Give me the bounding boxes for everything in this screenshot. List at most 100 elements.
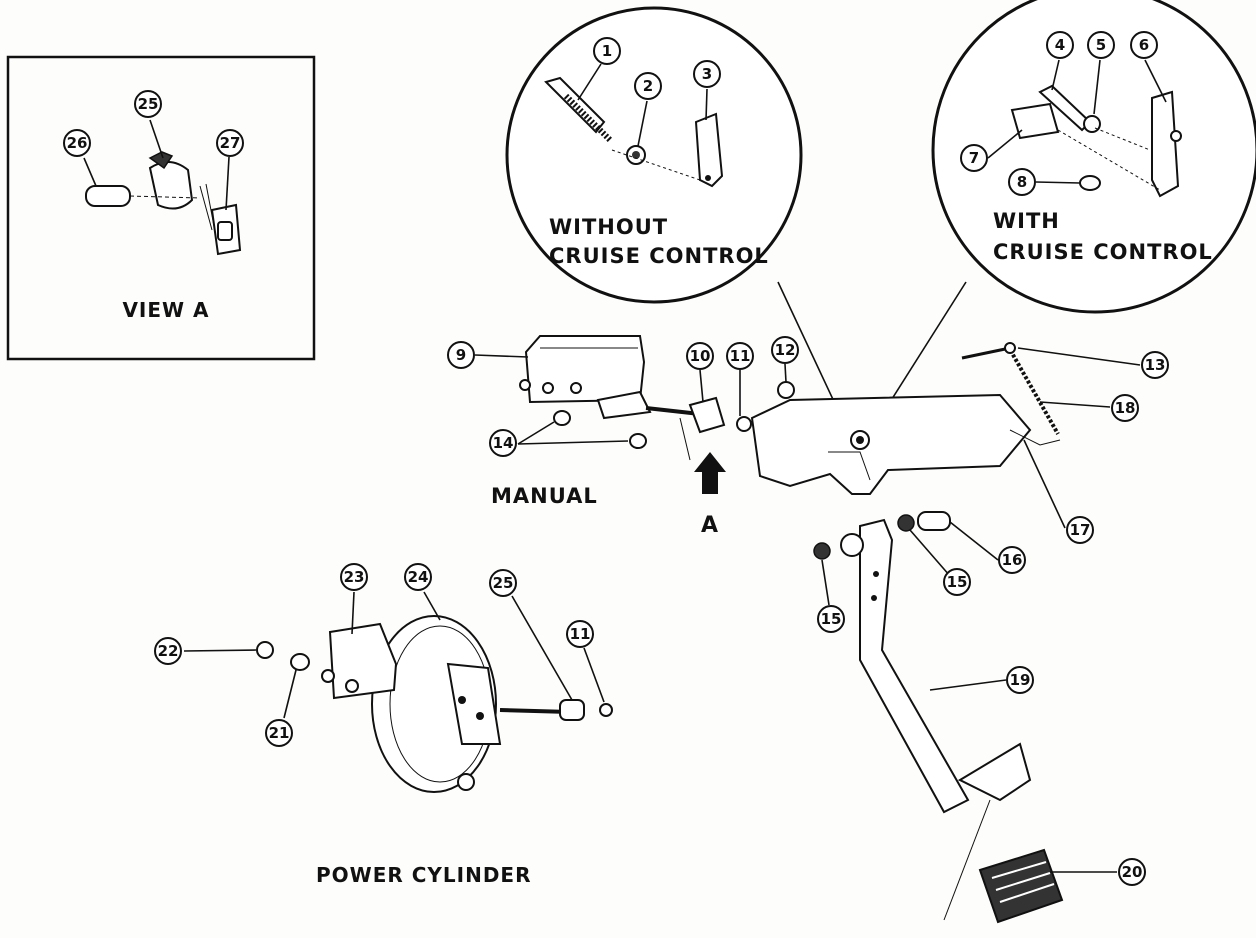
bushing-part <box>559 699 585 721</box>
washer-part <box>290 653 310 671</box>
callout-20: 20 <box>1118 858 1146 886</box>
pivot-pin-part <box>85 185 131 207</box>
callout-24: 24 <box>404 563 432 591</box>
callout-21: 21 <box>265 719 293 747</box>
callout-6: 6 <box>1130 31 1158 59</box>
callout-number: 14 <box>493 434 514 452</box>
pedal-pad-part <box>978 848 1064 924</box>
callout-number: 22 <box>158 642 179 660</box>
callout-15-left: 15 <box>817 605 845 633</box>
view-a-frame <box>6 55 316 361</box>
callout-number: 25 <box>493 574 514 592</box>
callout-8: 8 <box>1008 168 1036 196</box>
callout-number: 15 <box>947 573 968 591</box>
callout-number: 10 <box>690 347 711 365</box>
callout-14: 14 <box>489 429 517 457</box>
callout-25-view-a: 25 <box>134 90 162 118</box>
callout-number: 1 <box>602 42 612 60</box>
callout-number: 13 <box>1145 356 1166 374</box>
view-a-label: VIEW A <box>122 298 209 322</box>
callout-11-power: 11 <box>566 620 594 648</box>
callout-number: 24 <box>408 568 429 586</box>
pushrod-bushing-part <box>688 396 726 434</box>
callout-number: 2 <box>643 77 653 95</box>
brake-pedal-arm-part <box>859 518 970 814</box>
callout-15-right: 15 <box>943 568 971 596</box>
callout-number: 25 <box>138 95 159 113</box>
pedal-bracket-part <box>1151 90 1180 198</box>
callout-4: 4 <box>1046 31 1074 59</box>
detail-without-cruise: 1 2 3 WITHOUT CRUISE CONTROL <box>505 6 853 441</box>
callout-12: 12 <box>771 336 799 364</box>
release-valve-part <box>1010 102 1060 140</box>
bushing-part <box>148 161 194 210</box>
with-title-line2: CRUISE CONTROL <box>993 240 1213 264</box>
manual-master-cylinder: A MANUAL 9 10 11 12 14 <box>447 335 799 538</box>
master-cylinder-part <box>328 622 398 700</box>
without-title-line2: CRUISE CONTROL <box>549 244 769 268</box>
callout-number: 27 <box>220 134 241 152</box>
callout-number: 7 <box>969 149 979 167</box>
callout-number: 5 <box>1096 36 1106 54</box>
callout-17: 17 <box>1066 516 1094 544</box>
callout-22: 22 <box>154 637 182 665</box>
callout-25-power: 25 <box>489 569 517 597</box>
callout-19: 19 <box>1006 666 1034 694</box>
callout-number: 17 <box>1070 521 1091 539</box>
callout-number: 18 <box>1115 399 1136 417</box>
bushing-part <box>813 542 831 560</box>
pivot-spacer-part <box>917 511 951 531</box>
callout-number: 11 <box>570 625 591 643</box>
booster-bracket-part <box>446 662 502 745</box>
callout-number: 11 <box>730 347 751 365</box>
nut-part <box>256 641 274 659</box>
callout-number: 9 <box>456 346 466 364</box>
callout-number: 15 <box>821 610 842 628</box>
callout-number: 4 <box>1055 36 1065 54</box>
power-booster-part <box>371 615 497 793</box>
arrow-a-label: A <box>701 513 719 538</box>
callout-number: 19 <box>1010 671 1031 689</box>
with-title-line1: WITH <box>993 209 1060 233</box>
manual-label: MANUAL <box>491 484 598 508</box>
pedal-bracket-part <box>694 112 724 188</box>
detail-with-cruise: 4 5 6 7 8 WITH CRUISE CONTROL <box>865 0 1256 441</box>
callout-26: 26 <box>63 129 91 157</box>
pedal-support-bracket-part <box>750 393 1032 495</box>
callout-10: 10 <box>686 342 714 370</box>
callout-13: 13 <box>1141 351 1169 379</box>
master-cylinder-part <box>524 335 646 404</box>
bushing-part <box>897 514 915 532</box>
power-cylinder-label: POWER CYLINDER <box>316 863 532 887</box>
view-a-inset: 25 26 27 VIEW A <box>6 55 316 361</box>
callout-number: 23 <box>344 568 365 586</box>
detail-circle <box>505 6 803 304</box>
callout-2: 2 <box>634 72 662 100</box>
callout-1: 1 <box>593 37 621 65</box>
nut-part <box>1079 175 1101 191</box>
pedal-assembly: 13 18 17 16 15 15 19 20 <box>750 342 1169 924</box>
callout-number: 3 <box>702 65 712 83</box>
callout-number: 21 <box>269 724 290 742</box>
callout-16: 16 <box>998 546 1026 574</box>
callout-number: 6 <box>1139 36 1149 54</box>
without-title-line1: WITHOUT <box>549 215 668 239</box>
callout-7: 7 <box>960 144 988 172</box>
callout-5: 5 <box>1087 31 1115 59</box>
callout-11-manual: 11 <box>726 342 754 370</box>
callout-27: 27 <box>216 129 244 157</box>
power-cylinder-assembly: 23 24 25 11 22 21 POWER CYLINDER <box>154 563 613 887</box>
callout-number: 20 <box>1122 863 1143 881</box>
callout-number: 16 <box>1002 551 1023 569</box>
callout-number: 26 <box>67 134 88 152</box>
callout-3: 3 <box>693 60 721 88</box>
callout-23: 23 <box>340 563 368 591</box>
callout-number: 8 <box>1017 173 1027 191</box>
nut-part <box>777 381 795 399</box>
detail-circle <box>931 0 1256 314</box>
callout-18: 18 <box>1111 394 1139 422</box>
view-a-arrow-icon <box>694 452 726 494</box>
callout-number: 12 <box>775 341 796 359</box>
